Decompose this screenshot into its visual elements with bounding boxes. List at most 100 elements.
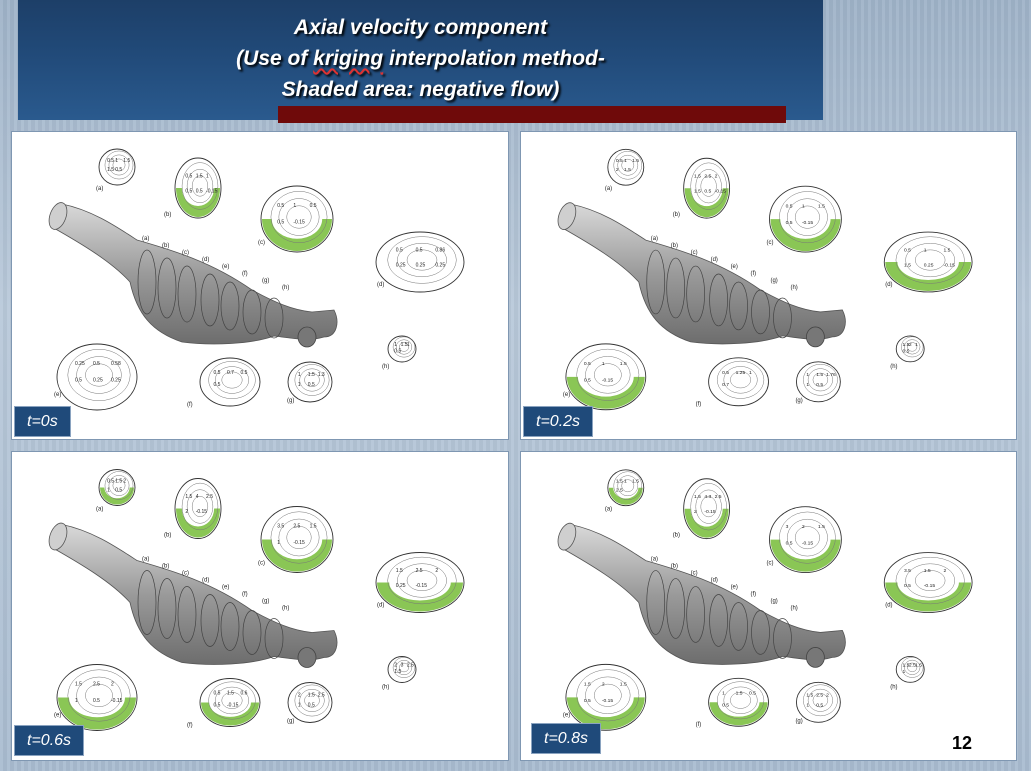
section-letter: (d): [885, 282, 892, 288]
slice-letter: (f): [242, 592, 248, 598]
slice-ring: [137, 570, 157, 635]
contour-value: 3: [401, 663, 404, 669]
contour-value: 0.5: [214, 691, 221, 697]
section-letter: (d): [377, 603, 384, 609]
contour-value: 1: [602, 361, 605, 367]
slice-letter: (e): [222, 264, 229, 270]
slice-letter: (h): [282, 606, 289, 612]
contour-value: 1.5: [915, 663, 922, 669]
slice-ring: [264, 618, 284, 659]
section-letter: (e): [54, 392, 61, 398]
negative-flow-region: [770, 219, 841, 252]
contour-value: 1: [915, 342, 918, 348]
contour-value: 2.5: [206, 494, 213, 500]
section-letter: (b): [673, 533, 680, 539]
negative-flow-region: [885, 582, 972, 612]
contour-value: 3.5: [277, 524, 284, 530]
contour-value: 2: [944, 568, 947, 574]
contour-value: 0.5: [214, 703, 221, 709]
contour-value: 1.5: [620, 361, 627, 367]
contour-value: 1: [107, 487, 110, 493]
time-label-t0: t=0s: [14, 406, 71, 437]
contour-value: 1: [293, 203, 296, 209]
contour-value: 1: [206, 174, 209, 180]
contour-value: -0.15: [602, 377, 614, 383]
slice-ring: [200, 273, 220, 327]
slice-letter: (b): [671, 243, 678, 249]
title-line-2: (Use of kriging interpolation method-: [18, 43, 823, 74]
contour-value: -0.15: [944, 263, 956, 269]
section-letter: (g): [795, 398, 802, 404]
contour-value: 2.5: [93, 682, 100, 688]
contour-value: 0.5: [93, 698, 100, 704]
contour-value: 1: [624, 158, 627, 164]
contour-value: 0.5: [310, 203, 317, 209]
contour-value: 2.5: [318, 693, 325, 699]
contour-value: -0.15: [802, 220, 814, 226]
contour-value: 0.5: [396, 248, 403, 254]
section-letter: (c): [767, 561, 774, 567]
contour-value: 1.5: [924, 568, 931, 574]
slice-ring: [773, 618, 792, 659]
contour-value: 0.5: [115, 167, 122, 173]
contour-value: 1.5: [818, 203, 825, 209]
section-letter: (f): [696, 402, 702, 408]
contour-value: 1: [749, 370, 752, 376]
slice-ring: [220, 281, 240, 331]
slice-ring: [686, 265, 705, 323]
negative-flow-region: [684, 188, 729, 218]
contour-value: 1.5: [620, 681, 627, 687]
contour-value: -0.15: [704, 509, 716, 515]
section-letter: (a): [605, 507, 612, 513]
section-letter: (f): [187, 723, 193, 729]
slice-letter: (a): [651, 236, 658, 242]
contour-value: 0.5: [904, 583, 911, 589]
time-label-t02: t=0.2s: [523, 406, 594, 437]
contour-value: 0.5: [107, 478, 114, 484]
slice-ring: [200, 594, 220, 647]
contour-value: 2.5: [816, 692, 823, 698]
slice-letter: (c): [691, 571, 698, 577]
section-letter: (g): [287, 398, 294, 404]
slice-ring: [646, 570, 666, 635]
contour-value: 0.5: [786, 203, 793, 209]
time-label-t08: t=0.8s: [531, 723, 602, 754]
contour-value: 0.5: [214, 370, 221, 376]
slice-ring: [666, 257, 686, 319]
contour-value: 1: [407, 342, 410, 348]
contour-value: 1.5: [401, 342, 408, 348]
slice-letter: (a): [651, 557, 658, 563]
section-letter: (h): [382, 685, 389, 691]
contour-value: 2: [602, 681, 605, 687]
contour-value: 1.5: [903, 342, 910, 348]
contour-value: 1.5: [115, 478, 122, 484]
contour-value: -0.15: [715, 189, 727, 195]
contour-value: 2: [694, 509, 697, 515]
contour-value: 0.5: [115, 487, 122, 493]
contour-value: 1: [394, 342, 397, 348]
slice-letter: (f): [751, 271, 757, 277]
section-letter: (g): [795, 718, 802, 724]
contour-value: 0.7: [227, 370, 234, 376]
contour-value: 0.25: [924, 263, 934, 269]
contour-value: 1: [806, 372, 809, 378]
contour-value: 0.5: [816, 702, 823, 708]
section-letter: (f): [696, 722, 702, 728]
contour-value: 1.5: [107, 167, 114, 173]
section-letter: (c): [258, 561, 265, 567]
contour-value: 2: [435, 568, 438, 574]
contour-value: 0.5: [786, 540, 793, 546]
time-label-t06: t=0.6s: [14, 725, 85, 756]
slice-letter: (c): [691, 250, 698, 256]
